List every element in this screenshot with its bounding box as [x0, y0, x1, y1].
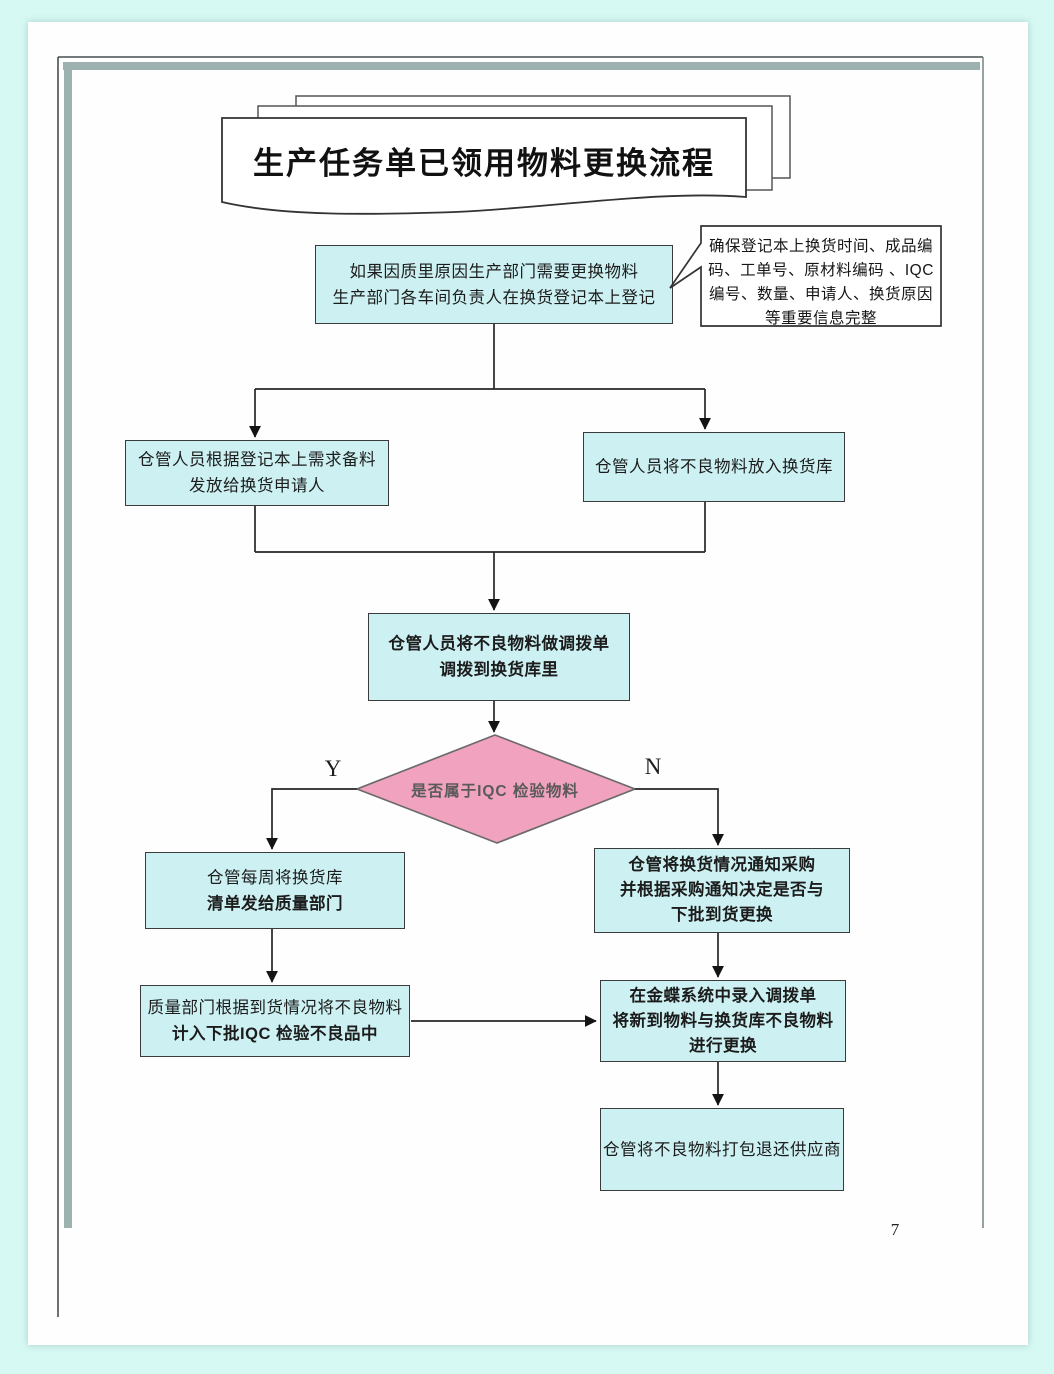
branch-label-no: N [644, 754, 662, 779]
callout-note-text: 确保登记本上换货时间、成品编码、工单号、原材料编码 、IQC 编号、数量、申请人… [708, 238, 934, 327]
page-number: 7 [890, 1220, 900, 1239]
node-line: 仓管将换货情况通知采购 [628, 856, 816, 874]
node-line: 仓管人员将不良物料放入换货库 [595, 458, 833, 476]
branch-label-yes: Y [324, 756, 342, 781]
node-line: 仓管每周将换货库 [207, 868, 343, 887]
page-title: 生产任务单已领用物料更换流程 [253, 146, 715, 181]
node-put-into-exchange-store-box: 仓管人员将不良物料放入换货库 [583, 432, 845, 502]
node-line: 仓管人员根据登记本上需求备料 [138, 451, 376, 469]
node-line: 在金蝶系统中录入调拨单 [629, 986, 817, 1005]
node-weekly-list-box: 仓管每周将换货库 清单发给质量部门 [145, 852, 405, 929]
node-line: 生产部门各车间负责人在换货登记本上登记 [332, 288, 656, 307]
node-line: 发放给换货申请人 [189, 477, 325, 495]
node-line: 进行更换 [689, 1036, 757, 1055]
node-transfer-order-box: 仓管人员将不良物料做调拨单 调拨到换货库里 [368, 613, 630, 701]
node-line: 调拨到换货库里 [439, 661, 559, 679]
decision-label: 是否属于IQC 检验物料 [411, 783, 579, 800]
node-line: 仓管人员将不良物料做调拨单 [388, 635, 610, 653]
node-notify-purchasing-box: 仓管将换货情况通知采购 并根据采购通知决定是否与 下批到货更换 [594, 848, 850, 933]
node-return-supplier-box: 仓管将不良物料打包退还供应商 [600, 1108, 844, 1191]
node-line: 质量部门根据到货情况将不良物料 [147, 999, 403, 1017]
node-line: 仓管将不良物料打包退还供应商 [603, 1140, 841, 1159]
node-line: 并根据采购通知决定是否与 [620, 881, 824, 899]
node-line: 下批到货更换 [671, 906, 773, 924]
node-line: 计入下批IQC 检验不良品中 [172, 1025, 378, 1043]
node-prepare-box: 仓管人员根据登记本上需求备料 发放给换货申请人 [125, 440, 389, 506]
node-quality-iqc-box: 质量部门根据到货情况将不良物料 计入下批IQC 检验不良品中 [140, 985, 410, 1057]
node-line: 将新到物料与换货库不良物料 [612, 1011, 834, 1030]
node-line: 清单发给质量部门 [207, 894, 343, 913]
node-line: 如果因质里原因生产部门需要更换物料 [349, 262, 639, 281]
node-kingdee-entry-box: 在金蝶系统中录入调拨单 将新到物料与换货库不良物料 进行更换 [600, 980, 846, 1062]
node-register-box: 如果因质里原因生产部门需要更换物料 生产部门各车间负责人在换货登记本上登记 [315, 245, 673, 324]
